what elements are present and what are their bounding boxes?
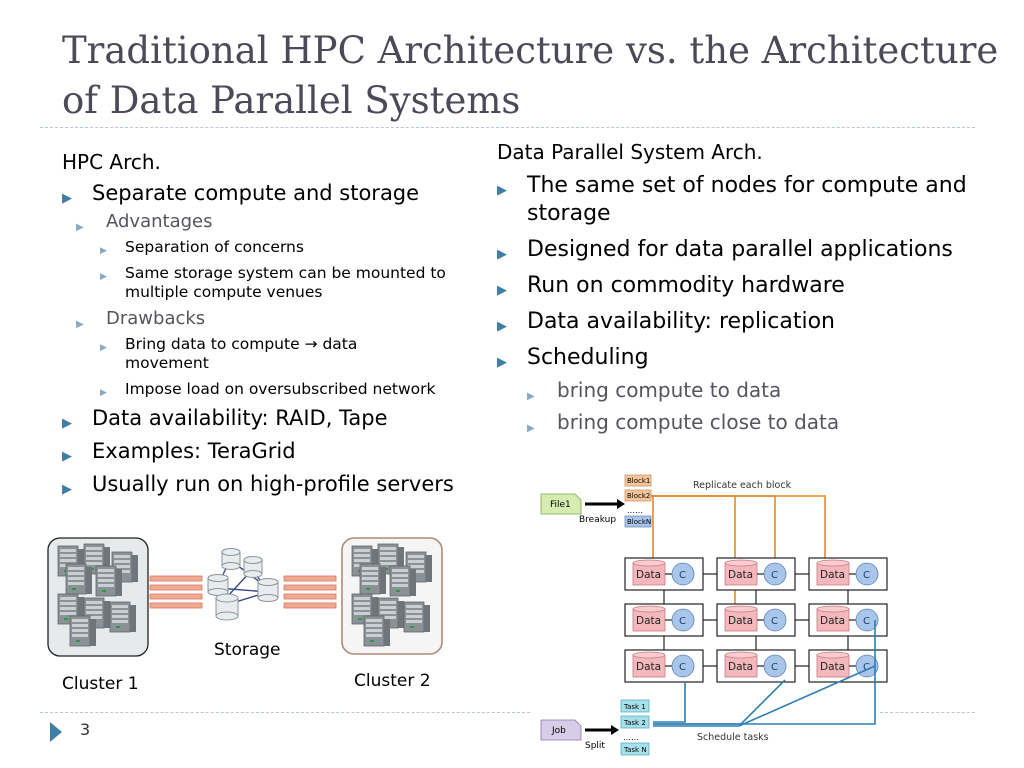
bullet-arrow-icon: ▶: [527, 423, 535, 434]
node-compute-label: C: [679, 662, 686, 673]
node-data-label: Data: [728, 615, 753, 627]
node-data-label: Data: [728, 661, 753, 673]
bullet-impose-load: ▶Impose load on oversubscribed network: [100, 380, 472, 399]
hpc-heading: HPC Arch.: [62, 150, 161, 174]
node-compute-label: C: [771, 616, 778, 627]
bullet-compute-to-data: ▶bring compute to data: [527, 377, 967, 404]
bullet-arrow-icon: ▶: [497, 247, 507, 262]
file-icon: [540, 493, 582, 515]
bullet-arrow-icon: ▶: [497, 283, 507, 298]
task1-label: Task 1: [623, 703, 646, 711]
bullet-commodity-hardware: ▶Run on commodity hardware: [497, 272, 967, 300]
node-data-label: Data: [820, 569, 845, 581]
hpc-column: HPC Arch. ▶Separate compute and storage …: [62, 150, 472, 498]
cluster1-label: Cluster 1: [62, 674, 139, 694]
dps-column: Data Parallel System Arch. ▶The same set…: [497, 140, 967, 436]
bullet-data-availability: ▶Data availability: RAID, Tape: [62, 405, 472, 432]
footer-divider-right: [880, 712, 975, 713]
bullet-examples: ▶Examples: TeraGrid: [62, 438, 472, 465]
node-compute-label: C: [863, 616, 870, 627]
bullet-high-profile-servers: ▶Usually run on high-profile servers: [62, 471, 472, 498]
bullet-arrow-icon: ▶: [76, 222, 84, 233]
split-label: Split: [585, 741, 605, 751]
storage-label: Storage: [214, 640, 281, 660]
dps-heading: Data Parallel System Arch.: [497, 140, 763, 164]
node-compute-label: C: [771, 662, 778, 673]
bullet-arrow-icon: ▶: [100, 388, 107, 398]
node-compute-label: C: [863, 570, 870, 581]
title-divider: [40, 127, 975, 128]
slide-title: Traditional HPC Architecture vs. the Arc…: [62, 29, 999, 122]
bullet-arrow-icon: ▶: [62, 191, 72, 206]
node-compute-label: C: [679, 616, 686, 627]
file-label: File1: [550, 500, 571, 510]
bullet-same-storage: ▶Same storage system can be mounted to m…: [100, 264, 446, 301]
blockn-label: BlockN: [627, 518, 651, 526]
bullet-separate-compute: ▶Separate compute and storage: [62, 180, 472, 207]
bullet-arrow-icon: ▶: [76, 319, 84, 330]
storage-icon: [207, 548, 279, 621]
bullet-designed-data-parallel: ▶Designed for data parallel applications: [497, 236, 967, 264]
bullet-advantages: ▶Advantages: [76, 210, 472, 234]
job-label: Job: [551, 726, 566, 736]
node-data-label: Data: [820, 615, 845, 627]
task2-label: Task 2: [623, 719, 646, 727]
node-data-label: Data: [636, 569, 661, 581]
bullet-arrow-icon: ▶: [100, 272, 107, 282]
node-data-label: Data: [636, 615, 661, 627]
data-parallel-diagram: File1 Breakup Block1 Block2 …… BlockN Re…: [540, 474, 888, 756]
bullet-scheduling: ▶Scheduling: [497, 344, 967, 372]
bullet-separation-of-concerns: ▶Separation of concerns: [100, 238, 472, 257]
cluster2-label: Cluster 2: [354, 671, 431, 691]
node-compute-label: C: [771, 570, 778, 581]
block2-label: Block2: [627, 492, 650, 500]
bullet-arrow-icon: ▶: [100, 246, 107, 256]
bullet-same-nodes: ▶The same set of nodes for compute and s…: [497, 173, 967, 226]
footer-divider-left: [40, 712, 530, 713]
bullet-arrow-icon: ▶: [497, 319, 507, 334]
bullet-arrow-icon: ▶: [62, 416, 72, 431]
bullet-arrow-icon: ▶: [62, 449, 72, 464]
node-compute-label: C: [863, 662, 870, 673]
job-icon: [540, 719, 582, 741]
bullet-arrow-icon: ▶: [527, 391, 535, 402]
node-data-label: Data: [636, 661, 661, 673]
cluster2-links: [283, 575, 337, 609]
schedule-lines: [653, 620, 876, 727]
bullet-arrow-icon: ▶: [497, 355, 507, 370]
bullet-compute-close: ▶bring compute close to data: [527, 409, 967, 436]
bullet-arrow-icon: ▶: [100, 343, 107, 353]
replicate-label: Replicate each block: [693, 480, 792, 491]
replication-lines: [651, 495, 826, 615]
page-number: 3: [80, 720, 91, 739]
block-dots: ……: [627, 506, 643, 515]
bullet-arrow-icon: ▶: [497, 183, 507, 198]
bullet-bring-data: ▶Bring data to compute → data movement: [100, 335, 358, 372]
task-dots: ……: [623, 733, 639, 742]
node-data-label: Data: [820, 661, 845, 673]
taskn-label: Task N: [623, 746, 647, 754]
breakup-label: Breakup: [579, 515, 616, 525]
node-links: [663, 573, 849, 667]
hpc-cluster-diagram: [47, 537, 443, 657]
node-data-label: Data: [728, 569, 753, 581]
bullet-arrow-icon: ▶: [62, 482, 72, 497]
block1-label: Block1: [627, 477, 650, 485]
bullet-drawbacks: ▶Drawbacks: [76, 307, 472, 331]
bullet-replication: ▶Data availability: replication: [497, 308, 967, 336]
cluster1-links: [149, 575, 203, 609]
schedule-label: Schedule tasks: [697, 732, 769, 743]
node-compute-label: C: [679, 570, 686, 581]
slide-nav-icon[interactable]: [50, 722, 62, 742]
